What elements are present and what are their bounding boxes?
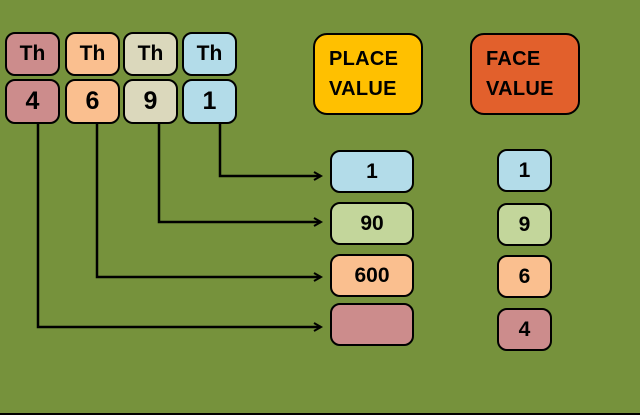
place-value-box-empty: [330, 303, 414, 346]
face-value-box-4: 4: [497, 308, 552, 351]
digit-box-1: 1: [182, 79, 237, 124]
digit-box-9: 9: [123, 79, 178, 124]
digit-header-col-3: Th: [123, 32, 178, 76]
digit-header-col-2: Th: [65, 32, 120, 76]
place-value-box-90: 90: [330, 202, 414, 245]
arrow-digit-1-to-place-value: [218, 124, 324, 181]
face-value-box-6: 6: [497, 255, 552, 298]
digit-header-col-1: Th: [5, 32, 60, 76]
face-value-box-9: 9: [497, 203, 552, 246]
arrow-digit-6-to-place-value: [95, 124, 324, 282]
bottom-border-line: [0, 413, 640, 415]
place-value-title: PLACE VALUE: [313, 33, 423, 115]
arrow-digit-4-to-place-value: [36, 124, 324, 332]
face-value-box-1: 1: [497, 149, 552, 192]
place-value-box-1: 1: [330, 150, 414, 193]
place-value-box-600: 600: [330, 254, 414, 297]
digit-header-col-4: Th: [182, 32, 237, 76]
face-value-title: FACE VALUE: [470, 33, 580, 115]
digit-box-6: 6: [65, 79, 120, 124]
digit-box-4: 4: [5, 79, 60, 124]
arrow-digit-9-to-place-value: [157, 124, 324, 227]
